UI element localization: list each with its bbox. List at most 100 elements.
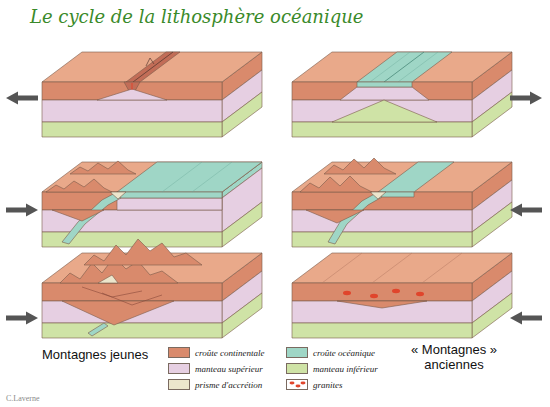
plate-motion-arrow: [510, 312, 542, 325]
block-diagram: [42, 239, 262, 338]
subducting-slab: [62, 192, 121, 244]
plate-motion-arrow: [510, 204, 542, 217]
top-face: [292, 52, 512, 82]
legend-swatch: [168, 347, 190, 358]
block-diagram: [42, 161, 262, 247]
legend-item: prisme d'accrétion: [168, 379, 262, 390]
sketch-line: [322, 253, 362, 283]
mantle-rise: [97, 89, 167, 100]
title: Le cycle de la lithosphère océanique: [30, 6, 363, 27]
front-mantle: [292, 301, 472, 323]
front-mantle: [292, 210, 472, 232]
block-diagram: [292, 52, 512, 137]
ocean-crust: [357, 82, 412, 87]
front-mantle: [42, 100, 222, 122]
front-lower-mantle: [292, 232, 472, 247]
surface-strip: [378, 162, 454, 192]
surface-strip: [126, 52, 180, 82]
sketch-line: [133, 52, 173, 82]
rift-valley: [124, 82, 140, 91]
legend-item: croûte océanique: [286, 347, 375, 358]
front-mantle: [117, 198, 222, 210]
crust-root: [337, 301, 427, 308]
side-face: [472, 293, 512, 338]
side-face: [222, 92, 262, 137]
granite: [296, 385, 301, 388]
granite: [290, 382, 295, 385]
surface-strip: [117, 162, 262, 192]
legend-text: manteau inférieur: [313, 364, 378, 374]
side-face: [472, 202, 512, 247]
granite: [370, 294, 378, 298]
block-diagram: [42, 52, 262, 137]
legend-swatch: [286, 379, 308, 390]
front-lower-mantle: [42, 323, 222, 338]
sketch-line: [422, 253, 462, 283]
legend-text: prisme d'accrétion: [195, 380, 262, 390]
block-diagram: [292, 253, 512, 338]
front-crust: [292, 82, 472, 100]
legend-swatch: [168, 379, 190, 390]
sketch-line: [162, 162, 202, 192]
side-face: [222, 293, 262, 338]
legend-item: croûte continentale: [168, 347, 264, 358]
accretion-prism: [110, 192, 126, 199]
watermark: C.Laverne: [6, 394, 40, 403]
detached-slab: [88, 323, 108, 336]
surface-strip: [357, 52, 452, 82]
legend-swatch: [286, 347, 308, 358]
sketch-line: [192, 162, 232, 192]
front-mantle: [42, 210, 222, 232]
legend-item: manteau supérieur: [168, 363, 263, 374]
mountain-range: [300, 176, 372, 192]
crust-root: [306, 210, 364, 223]
side-face: [222, 202, 262, 247]
legend-text: granites: [313, 380, 343, 390]
side-face: [472, 92, 512, 137]
granite: [301, 382, 306, 385]
sketch-line: [132, 83, 133, 90]
ocean-crust: [117, 192, 222, 198]
mantle-rise: [340, 87, 429, 100]
block-diagram: [292, 158, 512, 247]
legend-text: croûte océanique: [313, 348, 375, 358]
stage-label: « Montagnes » anciennes: [398, 342, 510, 372]
mountain-range: [324, 158, 396, 174]
crust-root: [62, 301, 174, 325]
sketch-line: [102, 293, 162, 305]
plate-motion-arrow: [6, 204, 38, 217]
legend-text: croûte continentale: [195, 348, 264, 358]
legend-item: granites: [286, 379, 343, 390]
plate-motion-arrow: [510, 92, 542, 105]
granite: [343, 291, 351, 295]
sketch-line: [82, 287, 142, 297]
legend-text: manteau supérieur: [195, 364, 263, 374]
stage-label: Montagnes jeunes: [42, 347, 148, 362]
sketch-line: [372, 253, 412, 283]
front-crust: [42, 283, 222, 301]
front-crust: [292, 283, 472, 301]
accretion-prism: [98, 275, 118, 283]
front-lower-mantle: [292, 122, 472, 137]
front-mantle: [292, 100, 472, 122]
mountain-range: [70, 161, 136, 174]
top-face: [42, 162, 262, 192]
front-lower-mantle: [292, 323, 472, 338]
mantle-bulge: [332, 100, 437, 122]
plate-motion-arrow: [6, 92, 38, 105]
accretion-prism: [370, 192, 386, 199]
mountain-range: [46, 179, 112, 192]
sketch-line: [398, 52, 438, 82]
plate-motion-arrow: [6, 312, 38, 325]
granite: [392, 289, 400, 293]
top-face: [42, 52, 262, 82]
legend-item: manteau inférieur: [286, 363, 378, 374]
legend-swatch: [286, 363, 308, 374]
legend-swatch: [168, 363, 190, 374]
mountain-range: [84, 239, 202, 265]
front-crust: [42, 82, 222, 100]
sketch-line: [146, 58, 154, 66]
front-lower-mantle: [42, 122, 222, 137]
front-crust: [42, 192, 222, 210]
top-face: [292, 253, 512, 283]
